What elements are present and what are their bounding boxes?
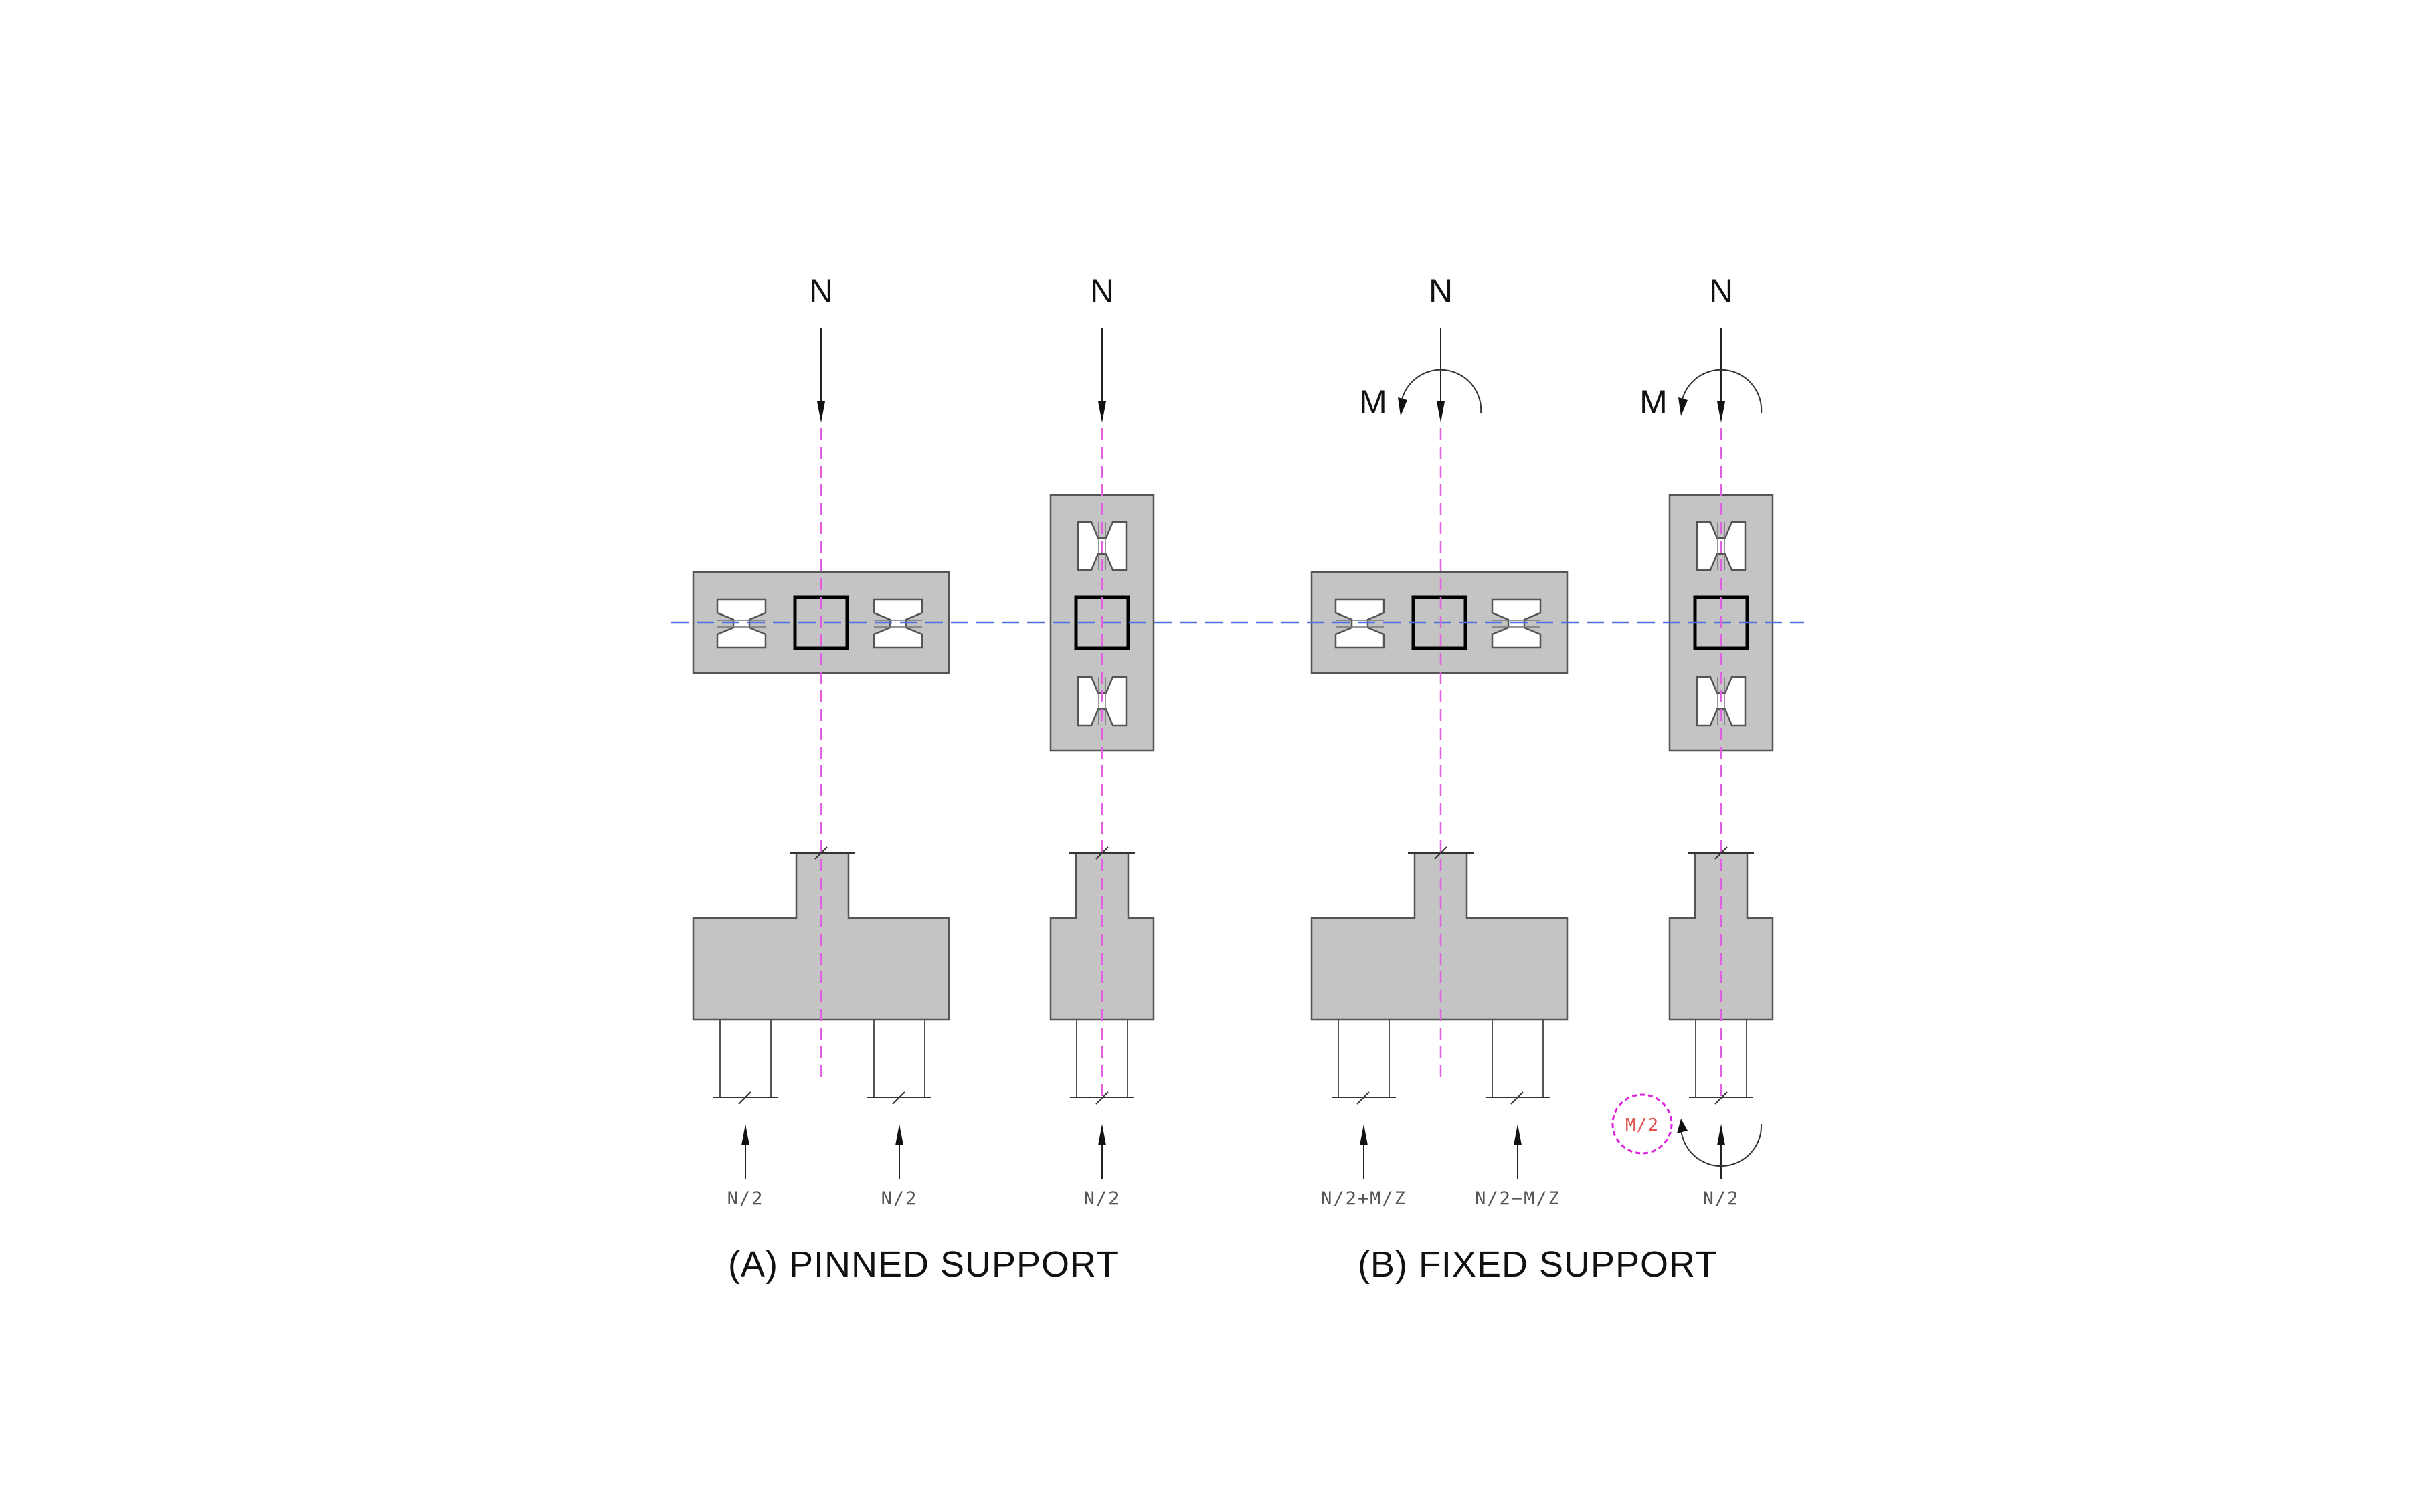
- reaction-label-a1-left: N/2: [727, 1188, 764, 1209]
- caption-pinned-support: (A) PINNED SUPPORT: [728, 1244, 1119, 1285]
- axial-load-arrow-b2: [1717, 328, 1725, 423]
- reaction-arrow-b1-right: [1514, 1124, 1522, 1179]
- moment-note-bubble: M/2: [1611, 1093, 1673, 1155]
- reaction-arrow-a2: [1098, 1124, 1106, 1179]
- reaction-label-b2: N/2: [1703, 1188, 1740, 1209]
- reaction-label-a1-right: N/2: [881, 1188, 918, 1209]
- moment-arc-b2: [1678, 369, 1763, 416]
- axial-load-label-b1: N: [1429, 272, 1453, 310]
- reaction-arrow-b2: [1717, 1124, 1725, 1179]
- reaction-arrow-a1-right: [895, 1124, 903, 1179]
- moment-label-b1: M: [1359, 383, 1387, 421]
- reaction-label-b1-right: N/2−M/Z: [1475, 1188, 1560, 1209]
- axial-load-label-b2: N: [1709, 272, 1733, 310]
- elevation-view-b1: [1310, 846, 1569, 1105]
- axial-load-label-a1: N: [809, 272, 833, 310]
- axial-load-label-a2: N: [1090, 272, 1114, 310]
- axial-load-arrow-b1: [1437, 328, 1445, 423]
- reaction-label-b1-left: N/2+M/Z: [1321, 1188, 1407, 1209]
- moment-arc-b1: [1398, 369, 1482, 416]
- caption-fixed-support: (B) FIXED SUPPORT: [1358, 1244, 1718, 1285]
- reaction-arrow-a1-left: [741, 1124, 749, 1179]
- moment-note-text: M/2: [1625, 1115, 1659, 1135]
- moment-label-b2: M: [1639, 383, 1668, 421]
- reaction-label-a2: N/2: [1084, 1188, 1121, 1209]
- axial-load-arrow-a1: [817, 328, 825, 423]
- reaction-moment-arc-b2: [1677, 1119, 1763, 1167]
- reaction-arrow-b1-left: [1360, 1124, 1368, 1179]
- axial-load-arrow-a2: [1098, 328, 1106, 423]
